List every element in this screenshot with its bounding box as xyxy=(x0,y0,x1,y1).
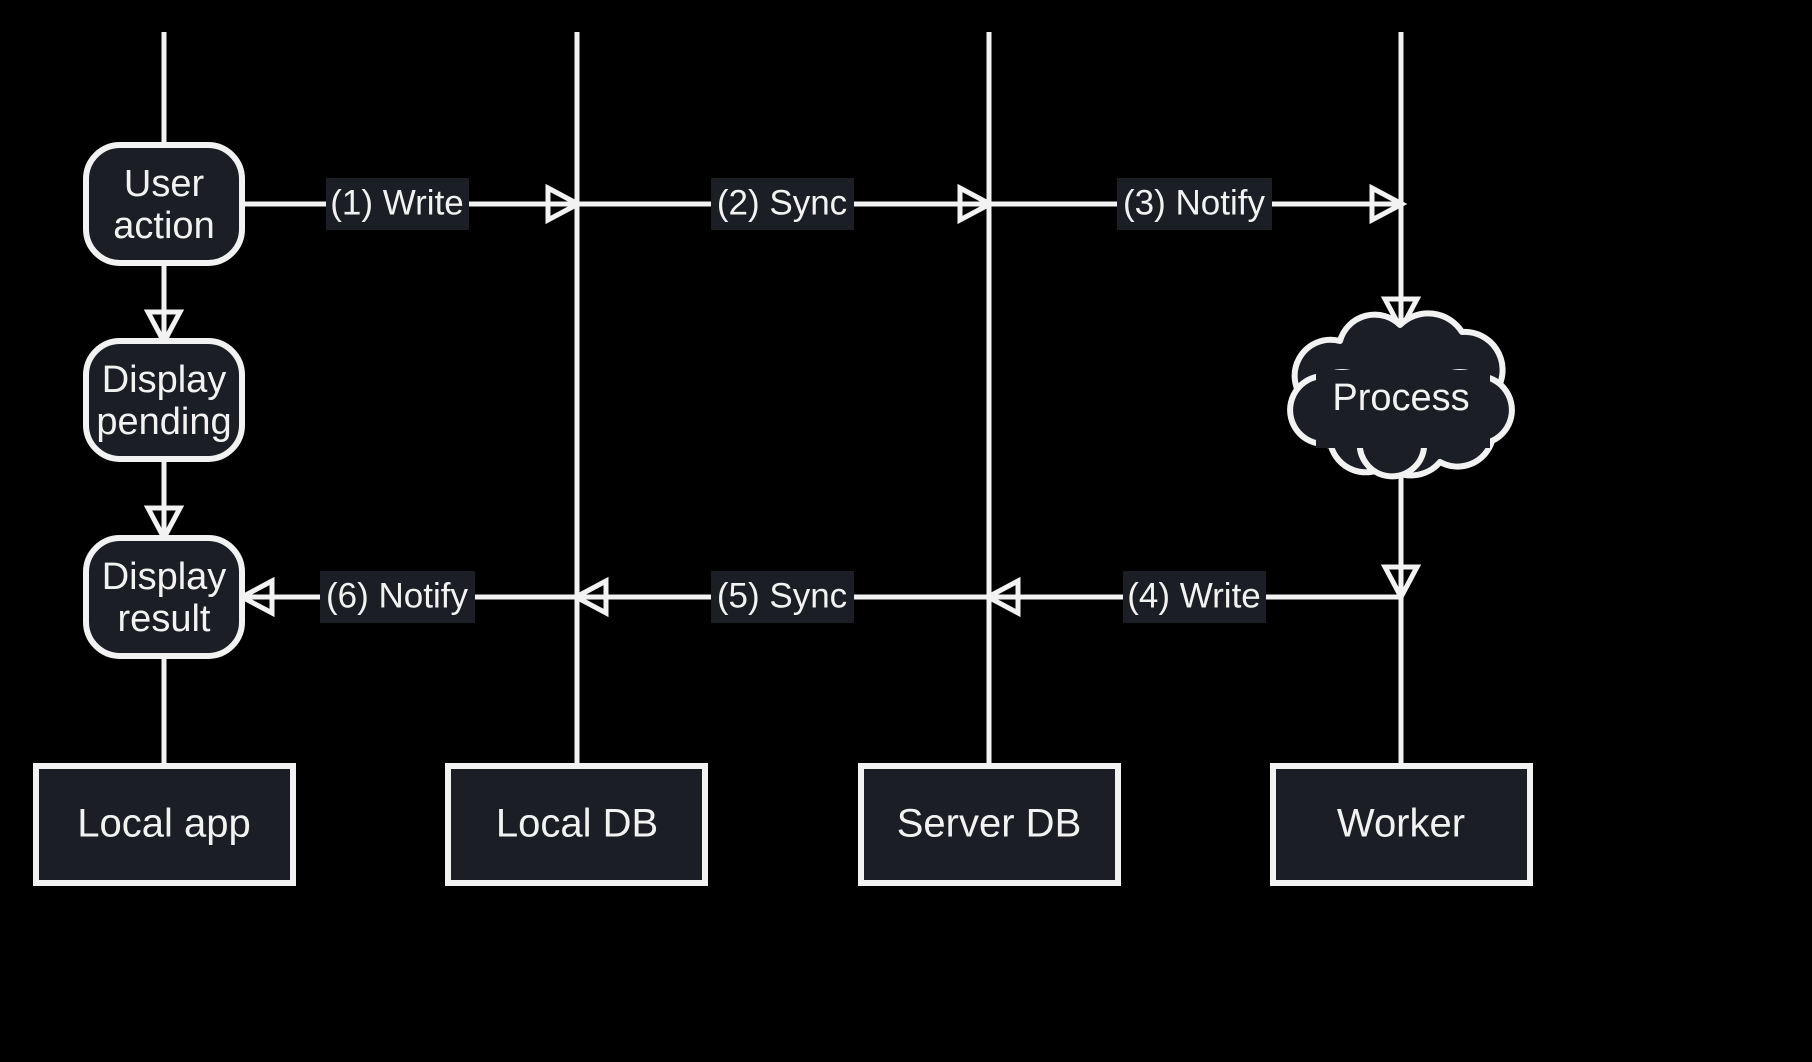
display-pending-label-line2: pending xyxy=(96,401,231,443)
arrowhead-down-4 xyxy=(1380,564,1422,603)
message-label-1-bg xyxy=(326,178,469,230)
actor-local-db[interactable]: Local DB xyxy=(445,763,708,886)
message-label-3[interactable]: (3) Notify xyxy=(1117,178,1272,230)
message-label-4[interactable]: (4) Write xyxy=(1123,571,1266,623)
process-cloud-interior xyxy=(1316,370,1490,448)
arrowhead-down-2 xyxy=(143,505,185,544)
actor-server-db-box xyxy=(858,763,1121,886)
display-result-label-line2: result xyxy=(118,598,211,640)
flow-arrows-local-app xyxy=(143,263,185,766)
actor-local-app-box xyxy=(33,763,296,886)
message-label-2[interactable]: (2) Sync xyxy=(711,178,854,230)
arrowhead-right-1 xyxy=(545,183,584,225)
arrowhead-down-1 xyxy=(143,309,185,348)
arrowhead-left-5 xyxy=(570,576,609,618)
actor-worker-label: Worker xyxy=(1337,802,1465,846)
process-label: Process xyxy=(1332,377,1469,419)
arrowhead-left-4 xyxy=(982,576,1021,618)
node-display-result[interactable]: Display result xyxy=(83,535,245,659)
node-display-pending[interactable]: Display pending xyxy=(83,338,245,462)
message-label-1[interactable]: (1) Write xyxy=(326,178,469,230)
message-label-5-bg xyxy=(711,571,854,623)
actor-server-db-label: Server DB xyxy=(897,802,1082,846)
actor-worker[interactable]: Worker xyxy=(1270,763,1533,886)
message-label-6-bg xyxy=(320,571,475,623)
display-result-shape xyxy=(83,535,245,659)
message-label-4-text: (4) Write xyxy=(1127,576,1261,615)
message-label-5[interactable]: (5) Sync xyxy=(711,571,854,623)
message-label-6-text: (6) Notify xyxy=(326,576,468,615)
message-label-1-text: (1) Write xyxy=(330,183,464,222)
arrowhead-left-6 xyxy=(236,576,275,618)
display-pending-label-line1: Display xyxy=(102,359,227,401)
display-result-label-line1: Display xyxy=(102,556,227,598)
arrowhead-right-3 xyxy=(1369,183,1408,225)
message-label-5-text: (5) Sync xyxy=(717,576,847,615)
message-label-3-bg xyxy=(1117,178,1272,230)
node-user-action[interactable]: User action xyxy=(83,142,245,266)
message-label-2-bg xyxy=(711,178,854,230)
arrowhead-right-2 xyxy=(957,183,996,225)
message-label-6[interactable]: (6) Notify xyxy=(320,571,475,623)
node-process[interactable]: Process xyxy=(1287,310,1515,480)
message-label-4-bg xyxy=(1123,571,1266,623)
user-action-label-line2: action xyxy=(113,205,214,247)
message-labels: (1) Write (2) Sync (3) Notify (4) Write … xyxy=(320,178,1272,623)
actor-local-db-label: Local DB xyxy=(496,802,658,846)
actor-local-db-box xyxy=(445,763,708,886)
actor-boxes: Local app Local DB Server DB Worker xyxy=(33,763,1533,886)
display-pending-shape xyxy=(83,338,245,462)
message-label-2-text: (2) Sync xyxy=(717,183,847,222)
actor-local-app[interactable]: Local app xyxy=(33,763,296,886)
user-action-shape xyxy=(83,142,245,266)
actor-local-app-label: Local app xyxy=(77,802,250,846)
actor-server-db[interactable]: Server DB xyxy=(858,763,1121,886)
flow-arrows-worker xyxy=(1380,204,1422,603)
user-action-label-line1: User xyxy=(124,163,205,205)
actor-worker-box xyxy=(1270,763,1533,886)
arrowhead-down-3 xyxy=(1380,296,1422,335)
lifelines-group xyxy=(161,32,1404,766)
message-label-3-text: (3) Notify xyxy=(1123,183,1265,222)
